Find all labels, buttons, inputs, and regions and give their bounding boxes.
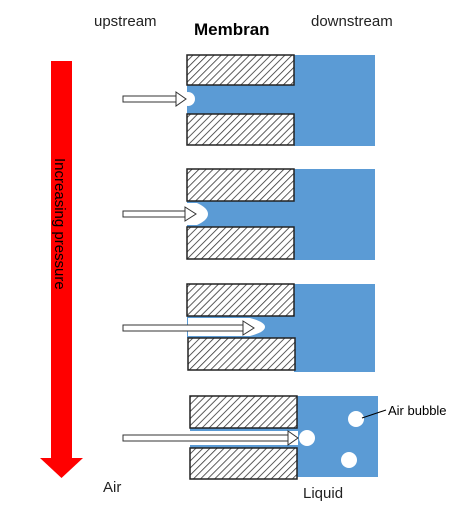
membrane-block [186,168,295,202]
liquid-region [294,284,375,372]
liquid-label: Liquid [303,485,344,502]
membrane-block [189,447,298,480]
membrane-block [187,337,296,371]
stage-4 [122,395,387,480]
liquid-in-pore [187,85,295,114]
air-meniscus [181,92,195,106]
air-label: Air [103,479,122,496]
liquid-region [294,169,375,260]
pressure-arrow: Increasing pressure [40,61,83,478]
stage-1 [122,54,375,146]
membrane-block [186,226,295,260]
upstream-label: upstream [94,13,157,30]
downstream-label: downstream [311,13,393,30]
air-bubble-label: Air bubble [388,403,447,418]
air-meniscus [187,203,208,225]
air-flow-arrow [122,206,197,222]
membrane-block [186,54,295,86]
membrane-block [186,113,295,146]
liquid-region [294,55,375,146]
air-bubble [299,430,315,446]
air-bubble-pointer [361,409,387,419]
membrane-label: Membran [194,20,270,39]
pressure-axis-label: Increasing pressure [51,158,68,290]
stage-3 [122,283,375,372]
air-flow-arrow [122,320,255,336]
air-bubble [341,452,357,468]
air-bubble [348,411,364,427]
membrane-block [189,395,298,429]
membrane-block [186,283,295,317]
stage-2 [122,168,375,260]
air-flow-arrow [122,91,187,107]
air-flow-arrow [122,430,299,446]
